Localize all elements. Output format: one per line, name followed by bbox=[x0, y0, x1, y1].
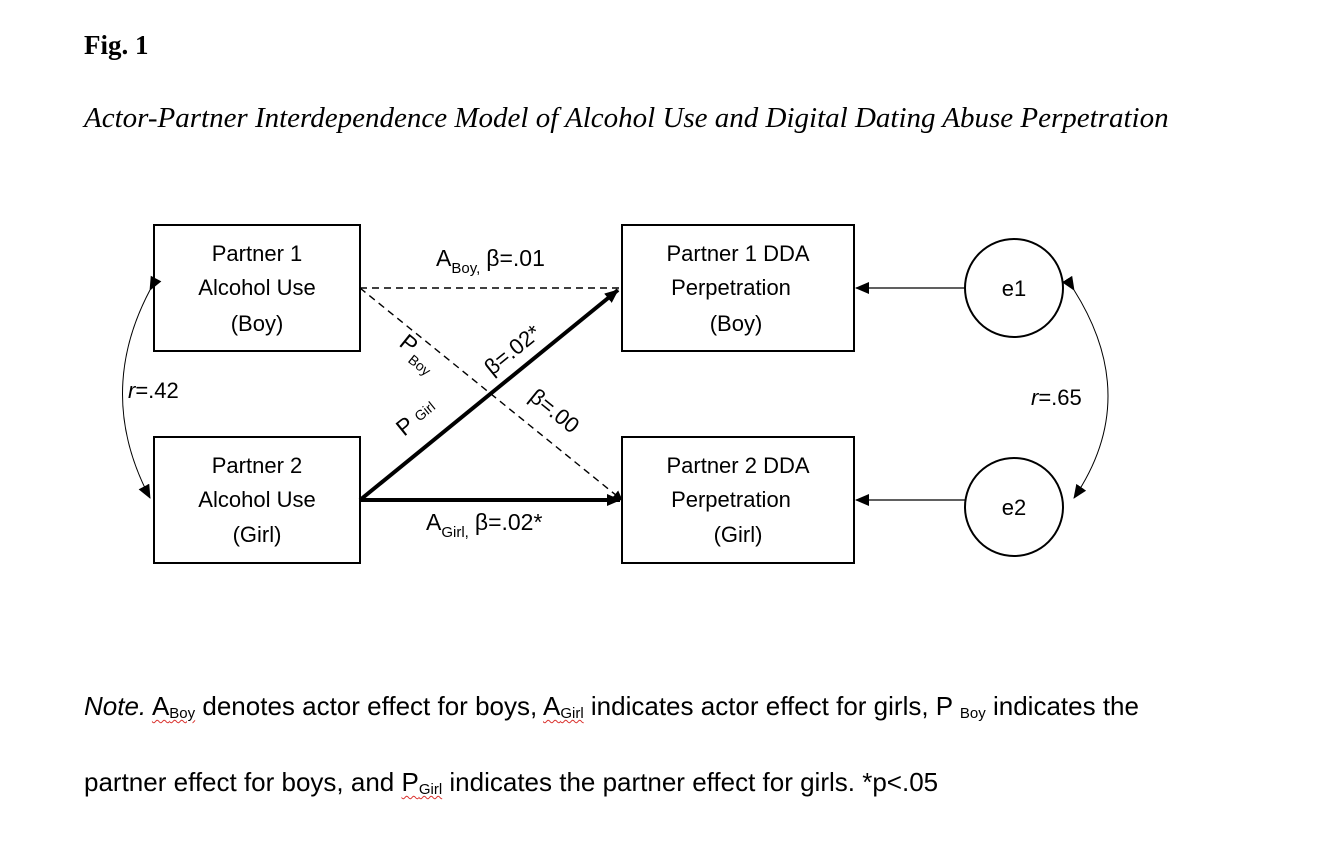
error-e1: e1 bbox=[964, 238, 1064, 338]
note-a-boy: ABoy bbox=[151, 691, 196, 722]
path-p-girl bbox=[358, 288, 620, 502]
node-partner1-alcohol: Partner 1 Alcohol Use (Boy) bbox=[153, 224, 361, 352]
label-a-boy: ABoy,β=.01 bbox=[436, 245, 545, 277]
figure-label: Fig. 1 bbox=[84, 30, 149, 60]
label-p-boy: PBoy bbox=[392, 329, 444, 379]
note-p-girl: PGirl bbox=[401, 767, 443, 798]
note-text: indicates the bbox=[985, 691, 1139, 721]
note-text: indicates actor effect for girls, bbox=[583, 691, 936, 721]
label-a-girl: AGirl,β=.02* bbox=[426, 509, 542, 541]
node-partner2-alcohol: Partner 2 Alcohol Use (Girl) bbox=[153, 436, 361, 564]
node-label-line1: Partner 1 bbox=[212, 241, 303, 266]
note-a-girl: AGirl bbox=[543, 691, 584, 722]
svg-text:PBoy: PBoy bbox=[392, 329, 444, 379]
label-p-girl-value: β=.02* bbox=[479, 319, 545, 379]
note-p-boy: P Boy bbox=[935, 691, 986, 722]
node-label-line3: (Girl) bbox=[714, 522, 763, 547]
node-label-line2: Alcohol Use bbox=[198, 275, 315, 300]
error-e2: e2 bbox=[964, 457, 1064, 557]
figure-title: Actor-Partner Interdependence Model of A… bbox=[84, 102, 1169, 134]
note-text: partner effect for boys, and bbox=[84, 767, 402, 797]
node-label-line1: Partner 2 DDA bbox=[666, 453, 809, 478]
node-label-line3: (Boy) bbox=[231, 311, 284, 336]
node-label-line3: (Boy) bbox=[710, 311, 763, 336]
node-label-line2: Alcohol Use bbox=[198, 487, 315, 512]
node-partner1-dda: Partner 1 DDA Perpetration (Boy) bbox=[621, 224, 855, 352]
note-text: denotes actor effect for boys, bbox=[195, 691, 543, 721]
note-text: indicates the partner effect for girls. … bbox=[442, 767, 939, 797]
node-label-line1: Partner 2 bbox=[212, 453, 303, 478]
svg-text:β=.02*: β=.02* bbox=[479, 319, 545, 379]
corr-arc-right bbox=[1061, 275, 1109, 499]
svg-text:β=.00: β=.00 bbox=[525, 383, 584, 438]
node-label-line1: Partner 1 DDA bbox=[666, 241, 809, 266]
node-label-line2: Perpetration bbox=[671, 487, 791, 512]
node-partner2-dda: Partner 2 DDA Perpetration (Girl) bbox=[621, 436, 855, 564]
note-line1: Note. ABoy denotes actor effect for boys… bbox=[84, 691, 1139, 722]
node-label-line2: Perpetration bbox=[671, 275, 791, 300]
error-label: e1 bbox=[1002, 276, 1026, 301]
svg-text:PGirl: PGirl bbox=[391, 394, 441, 441]
label-r-right: r=.65 bbox=[1031, 385, 1082, 410]
note-line2: partner effect for boys, and PGirl indic… bbox=[84, 767, 938, 798]
corr-arc-left bbox=[122, 275, 162, 499]
node-label-line3: (Girl) bbox=[233, 522, 282, 547]
label-p-girl: PGirl bbox=[391, 394, 441, 441]
label-r-left: r=.42 bbox=[128, 378, 179, 403]
label-p-boy-value: β=.00 bbox=[525, 383, 584, 438]
error-label: e2 bbox=[1002, 495, 1026, 520]
note-label: Note. bbox=[84, 691, 147, 721]
